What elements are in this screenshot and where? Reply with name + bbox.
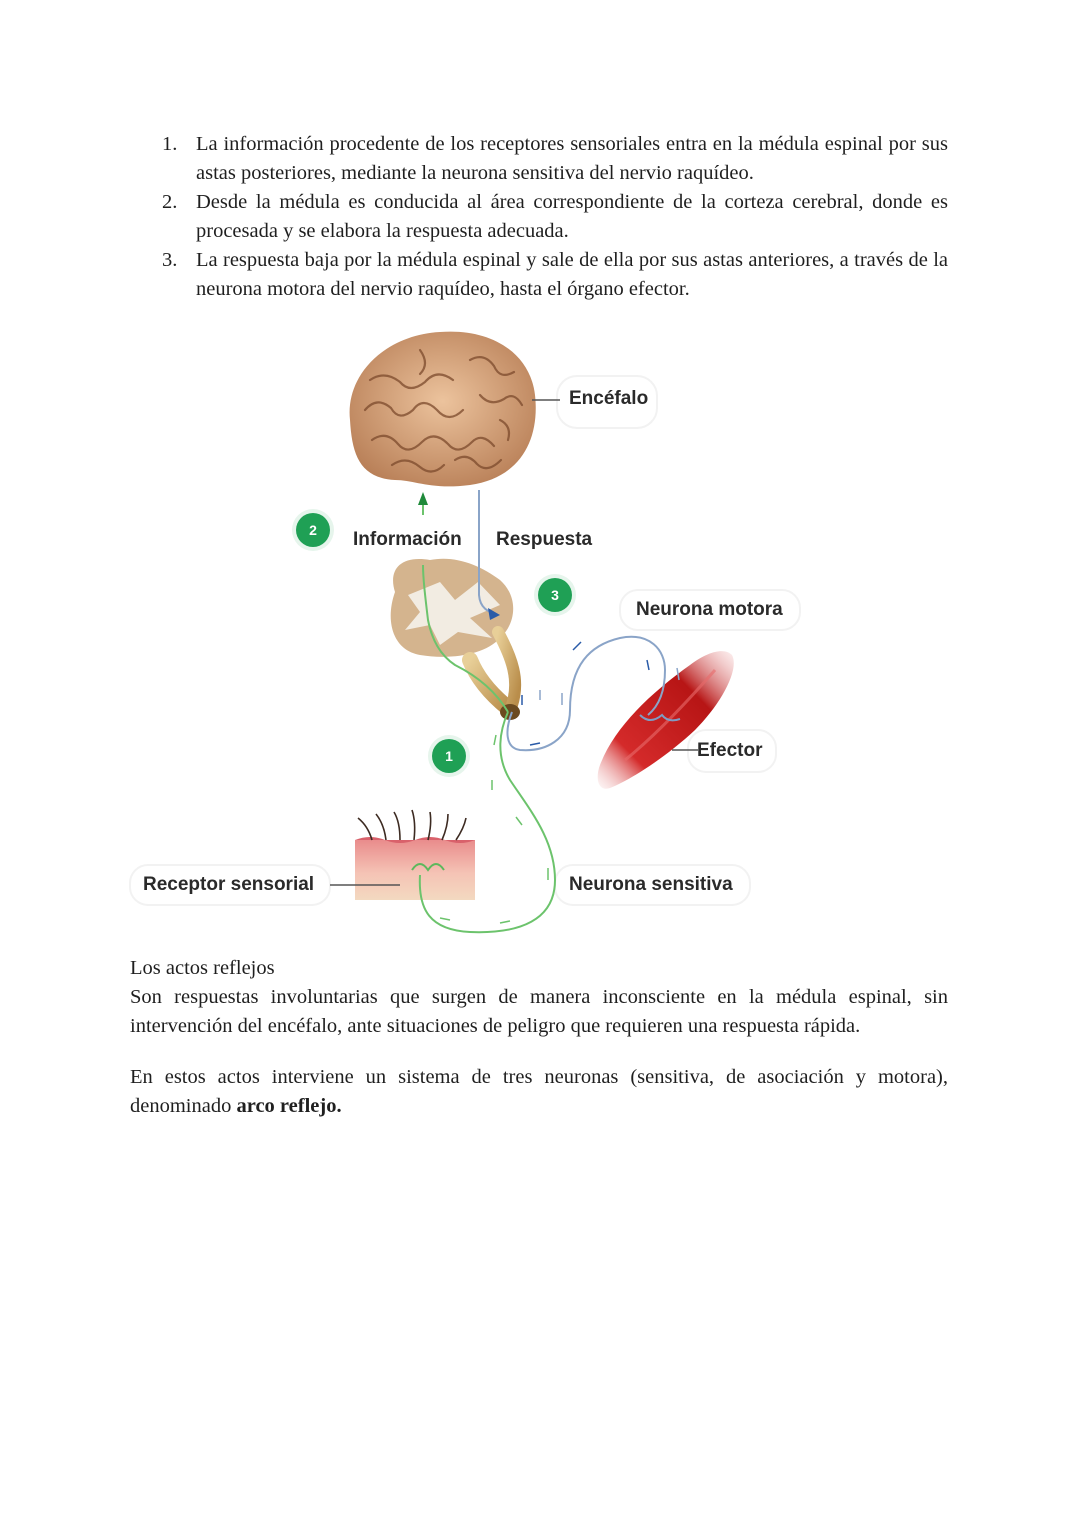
nervous-pathway-diagram: Encéfalo Información Respuesta Neurona m… [0,320,1080,950]
label-informacion: Información [353,529,462,550]
information-arrow-icon [418,492,428,505]
list-text: La respuesta baja por la médula espinal … [196,249,948,300]
label-respuesta: Respuesta [496,529,593,550]
list-number: 1. [162,133,178,155]
reflex-heading: Los actos reflejos [130,957,275,979]
muscle-illustration [597,651,734,789]
spinal-cord-illustration [390,558,522,720]
label-efector: Efector [697,740,763,761]
brain-illustration [349,331,560,487]
reflex-section: Los actos reflejos Son respuestas involu… [130,954,948,1041]
list-item: 2. Desde la médula es conducida al área … [162,188,948,246]
diagram-illustration [129,331,801,934]
label-receptor-sensorial: Receptor sensorial [143,874,315,895]
label-neurona-motora: Neurona motora [636,599,783,620]
reflex-paragraph: Son respuestas involuntarias que surgen … [130,986,948,1037]
step-badge-3: 3 [538,578,572,612]
step-badge-2: 2 [296,513,330,547]
label-encefalo: Encéfalo [569,388,649,409]
list-text: La información procedente de los recepto… [196,133,948,184]
label-backgrounds [129,375,801,906]
step-badge-1: 1 [432,739,466,773]
list-text: Desde la médula es conducida al área cor… [196,191,948,242]
direction-ticks [439,641,680,924]
reflex-arc-term: arco reflejo. [236,1095,342,1117]
reflex-arc-text: En estos actos interviene un sistema de … [130,1066,948,1117]
label-neurona-sensitiva: Neurona sensitiva [569,874,733,895]
list-item: 3. La respuesta baja por la médula espin… [162,246,948,304]
list-number: 2. [162,191,178,213]
list-number: 3. [162,249,178,271]
response-arrow-icon [488,608,500,620]
reflex-arc-paragraph: En estos actos interviene un sistema de … [130,1063,948,1121]
skin-illustration [330,809,475,900]
list-item: 1. La información procedente de los rece… [162,130,948,188]
numbered-list: 1. La información procedente de los rece… [162,130,948,304]
